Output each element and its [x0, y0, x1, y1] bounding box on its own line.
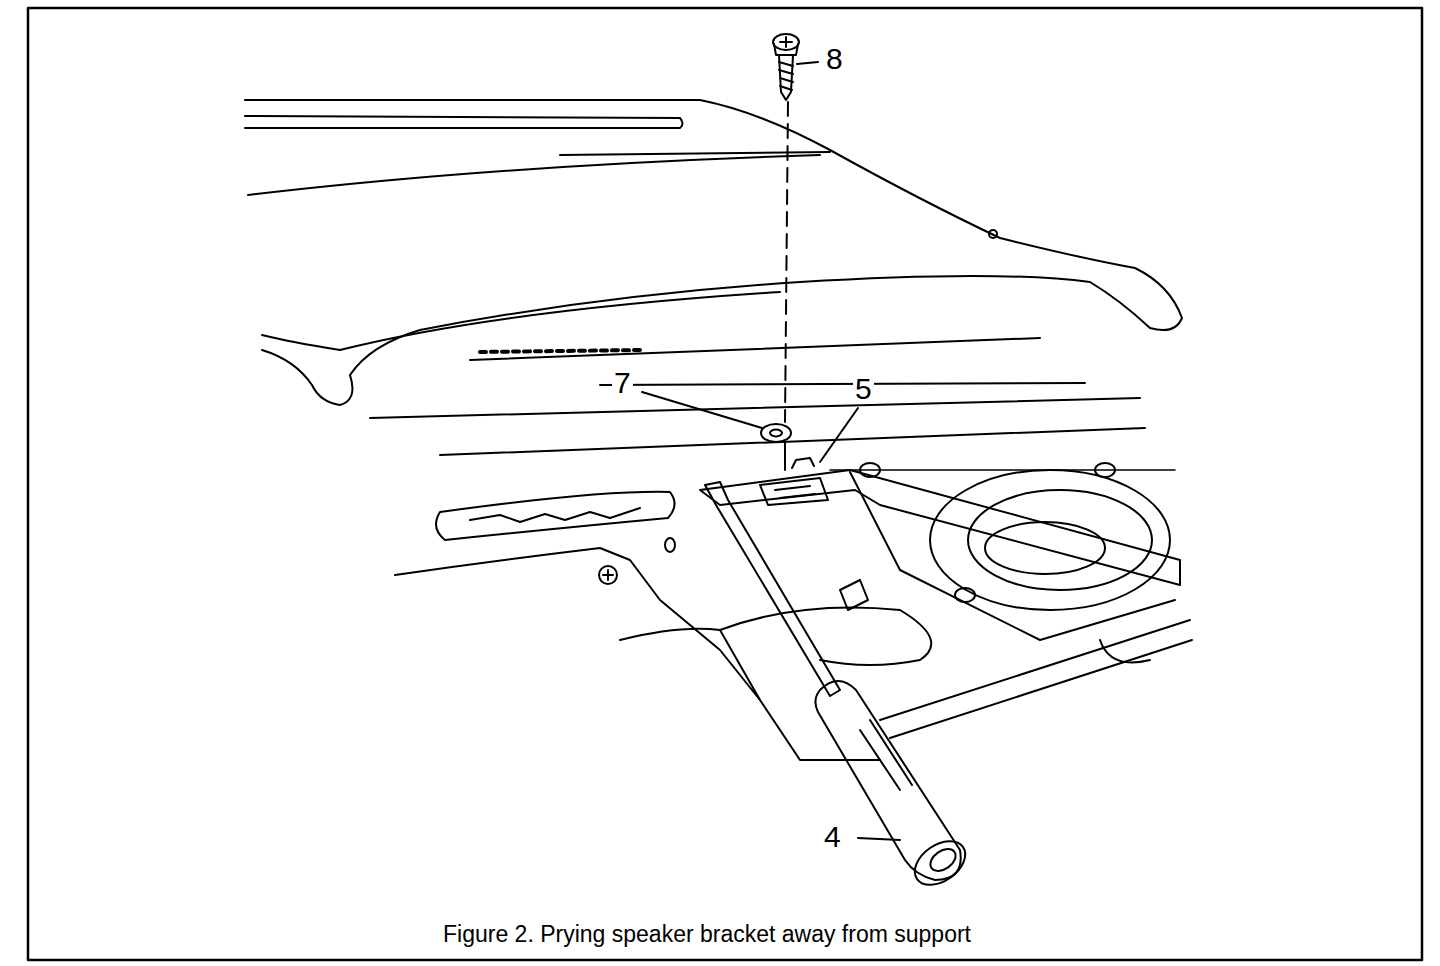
body-bolt	[599, 566, 617, 584]
speaker-frame	[850, 472, 1175, 640]
bracket-slot	[775, 486, 815, 498]
frame	[28, 8, 1422, 960]
speaker	[985, 522, 1105, 574]
shelf-line	[440, 428, 1145, 455]
speaker-screw	[1095, 463, 1115, 477]
trim-line	[262, 292, 780, 350]
callout-number: 5	[853, 374, 874, 404]
leader-line	[820, 408, 858, 462]
bracket-slot	[760, 478, 828, 505]
body-line	[890, 640, 1192, 738]
speaker	[930, 470, 1170, 610]
trim-panel	[245, 100, 1182, 405]
body-bolt	[603, 570, 613, 580]
shelf-line	[470, 338, 1040, 360]
speaker-screw	[860, 463, 880, 477]
shelf-line	[600, 383, 1085, 385]
washer	[770, 430, 782, 437]
bracket-edge	[830, 469, 1175, 471]
screwdriver	[705, 482, 973, 894]
support-stud	[792, 458, 814, 468]
body-panel	[620, 629, 880, 760]
callout-number: 8	[824, 44, 845, 74]
leader-line	[858, 838, 900, 840]
vent	[470, 508, 640, 522]
callout-number: 4	[822, 822, 843, 852]
vent	[436, 492, 675, 540]
trim-clip	[989, 230, 997, 238]
shelf-line	[480, 350, 640, 352]
screw	[773, 34, 799, 100]
shelf-line	[370, 398, 1140, 418]
leader-line	[797, 62, 818, 64]
speaker	[968, 490, 1152, 590]
trim-line	[248, 155, 820, 195]
trim-groove	[245, 116, 683, 128]
alignment-line	[784, 442, 786, 470]
washer	[761, 424, 791, 442]
callout-number: 7	[612, 368, 633, 398]
trim-line	[560, 152, 830, 155]
figure-caption: Figure 2. Prying speaker bracket away fr…	[443, 922, 971, 947]
wire	[720, 608, 931, 666]
alignment-line	[785, 102, 788, 422]
speaker-screw	[955, 588, 975, 602]
body-hole	[665, 538, 675, 552]
body-panel	[395, 548, 760, 700]
body-line	[1100, 640, 1150, 663]
body-line	[880, 620, 1190, 720]
leader-line	[642, 392, 762, 428]
connector-clip	[840, 580, 868, 610]
